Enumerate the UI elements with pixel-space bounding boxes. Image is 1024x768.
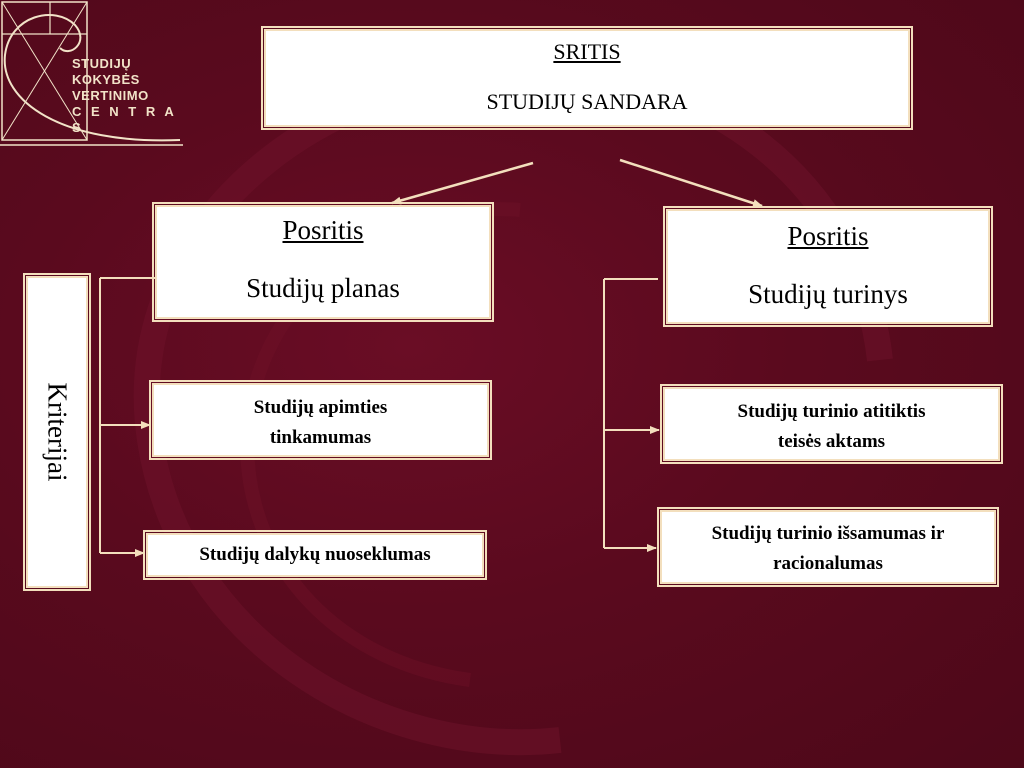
right-criterion-2-line-2: racionalumas bbox=[773, 553, 883, 574]
left-criterion-1: Studijų apimties tinkamumas bbox=[149, 380, 492, 460]
right-subarea-subtitle: Studijų turinys bbox=[748, 279, 908, 309]
logo-line-1: STUDIJŲ bbox=[72, 56, 132, 71]
left-subarea-subtitle: Studijų planas bbox=[246, 273, 400, 303]
area-box: SRITIS STUDIJŲ SANDARA bbox=[261, 26, 913, 130]
left-subarea-box: Posritis Studijų planas bbox=[152, 202, 494, 322]
area-subtitle: STUDIJŲ SANDARA bbox=[486, 89, 688, 114]
left-subarea-title: Posritis bbox=[282, 215, 364, 245]
criteria-label-box: Kriterijai bbox=[23, 273, 91, 591]
right-criterion-1-line-2: teisės aktams bbox=[777, 431, 886, 452]
area-title: SRITIS bbox=[553, 39, 621, 64]
left-criterion-1-line-1: Studijų apimties bbox=[253, 397, 388, 418]
right-criterion-2: Studijų turinio išsamumas ir racionaluma… bbox=[657, 507, 999, 587]
logo-line-3: VERTINIMO bbox=[72, 88, 149, 103]
logo-line-4: C E N T R A S bbox=[72, 104, 177, 135]
left-criterion-1-line-2: tinkamumas bbox=[269, 427, 372, 448]
left-criterion-2-line-1: Studijų dalykų nuoseklumas bbox=[199, 544, 431, 565]
logo: STUDIJŲ KOKYBĖS VERTINIMO C E N T R A S bbox=[0, 0, 190, 150]
left-criterion-2: Studijų dalykų nuoseklumas bbox=[143, 530, 487, 580]
right-subarea-title: Posritis bbox=[787, 221, 869, 251]
right-criterion-1: Studijų turinio atitiktis teisės aktams bbox=[660, 384, 1003, 464]
right-criterion-2-line-1: Studijų turinio išsamumas ir bbox=[711, 523, 945, 544]
logo-line-2: KOKYBĖS bbox=[72, 72, 140, 87]
criteria-label: Kriterijai bbox=[42, 382, 73, 482]
logo-mark bbox=[0, 1, 183, 146]
right-criterion-1-line-1: Studijų turinio atitiktis bbox=[737, 401, 926, 422]
right-subarea-box: Posritis Studijų turinys bbox=[663, 206, 993, 327]
